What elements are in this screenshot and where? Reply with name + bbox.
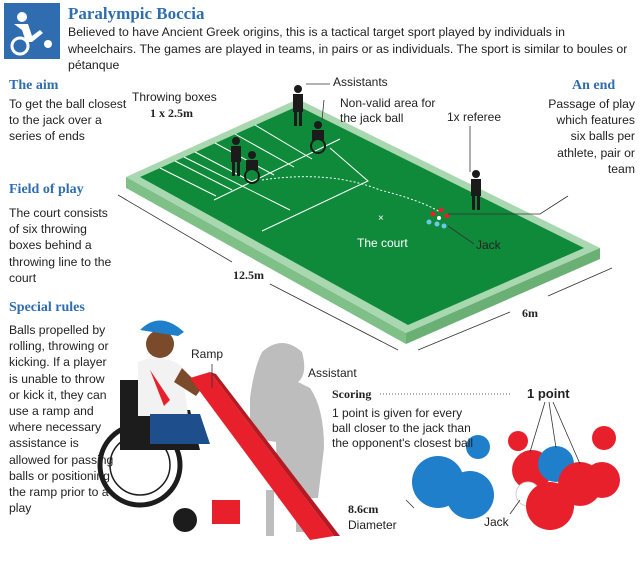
svg-text:×: × bbox=[378, 213, 384, 224]
field-text: The court consists of six throwing boxes… bbox=[9, 206, 112, 285]
scoring-text: 1 point is given for every ball closer t… bbox=[332, 406, 474, 450]
box-size-label: 1 x 2.5m bbox=[150, 106, 193, 120]
end-heading: An end bbox=[572, 78, 616, 93]
rules-text: Balls propelled by rolling, throwing or … bbox=[9, 323, 114, 516]
one-point-label: 1 point bbox=[527, 386, 570, 401]
jack-label: Jack bbox=[476, 238, 501, 252]
court-width-label: 6m bbox=[522, 306, 538, 320]
court-length-label: 12.5m bbox=[233, 268, 264, 282]
scoring-balls-illustration bbox=[380, 393, 620, 530]
aim-text: To get the ball closest to the jack over… bbox=[9, 97, 127, 144]
non-valid-area-label: Non-valid area for the jack ball bbox=[340, 96, 436, 125]
page-title: Paralympic Boccia bbox=[68, 4, 205, 23]
field-heading: Field of play bbox=[9, 182, 84, 197]
scoring-heading: Scoring bbox=[332, 387, 372, 401]
referee-label: 1x referee bbox=[447, 110, 502, 124]
throwing-boxes-label: Throwing boxes bbox=[132, 90, 217, 104]
end-text: Passage of play which features six balls… bbox=[548, 97, 635, 176]
court-diagram: × bbox=[117, 83, 613, 351]
intro-text: Believed to have Ancient Greek origins, … bbox=[68, 25, 628, 72]
diameter-label: Diameter bbox=[348, 518, 397, 532]
court-label: The court bbox=[357, 236, 408, 250]
boccia-pictogram-icon bbox=[4, 3, 60, 59]
diameter-value: 8.6cm bbox=[348, 502, 379, 516]
aim-heading: The aim bbox=[9, 78, 59, 93]
rules-heading: Special rules bbox=[9, 300, 85, 315]
player-with-ramp-illustration bbox=[97, 320, 340, 540]
assistant-label: Assistant bbox=[308, 366, 357, 380]
ramp-label: Ramp bbox=[191, 347, 224, 361]
assistants-label: Assistants bbox=[333, 75, 388, 89]
scoring-jack-label: Jack bbox=[484, 515, 509, 529]
